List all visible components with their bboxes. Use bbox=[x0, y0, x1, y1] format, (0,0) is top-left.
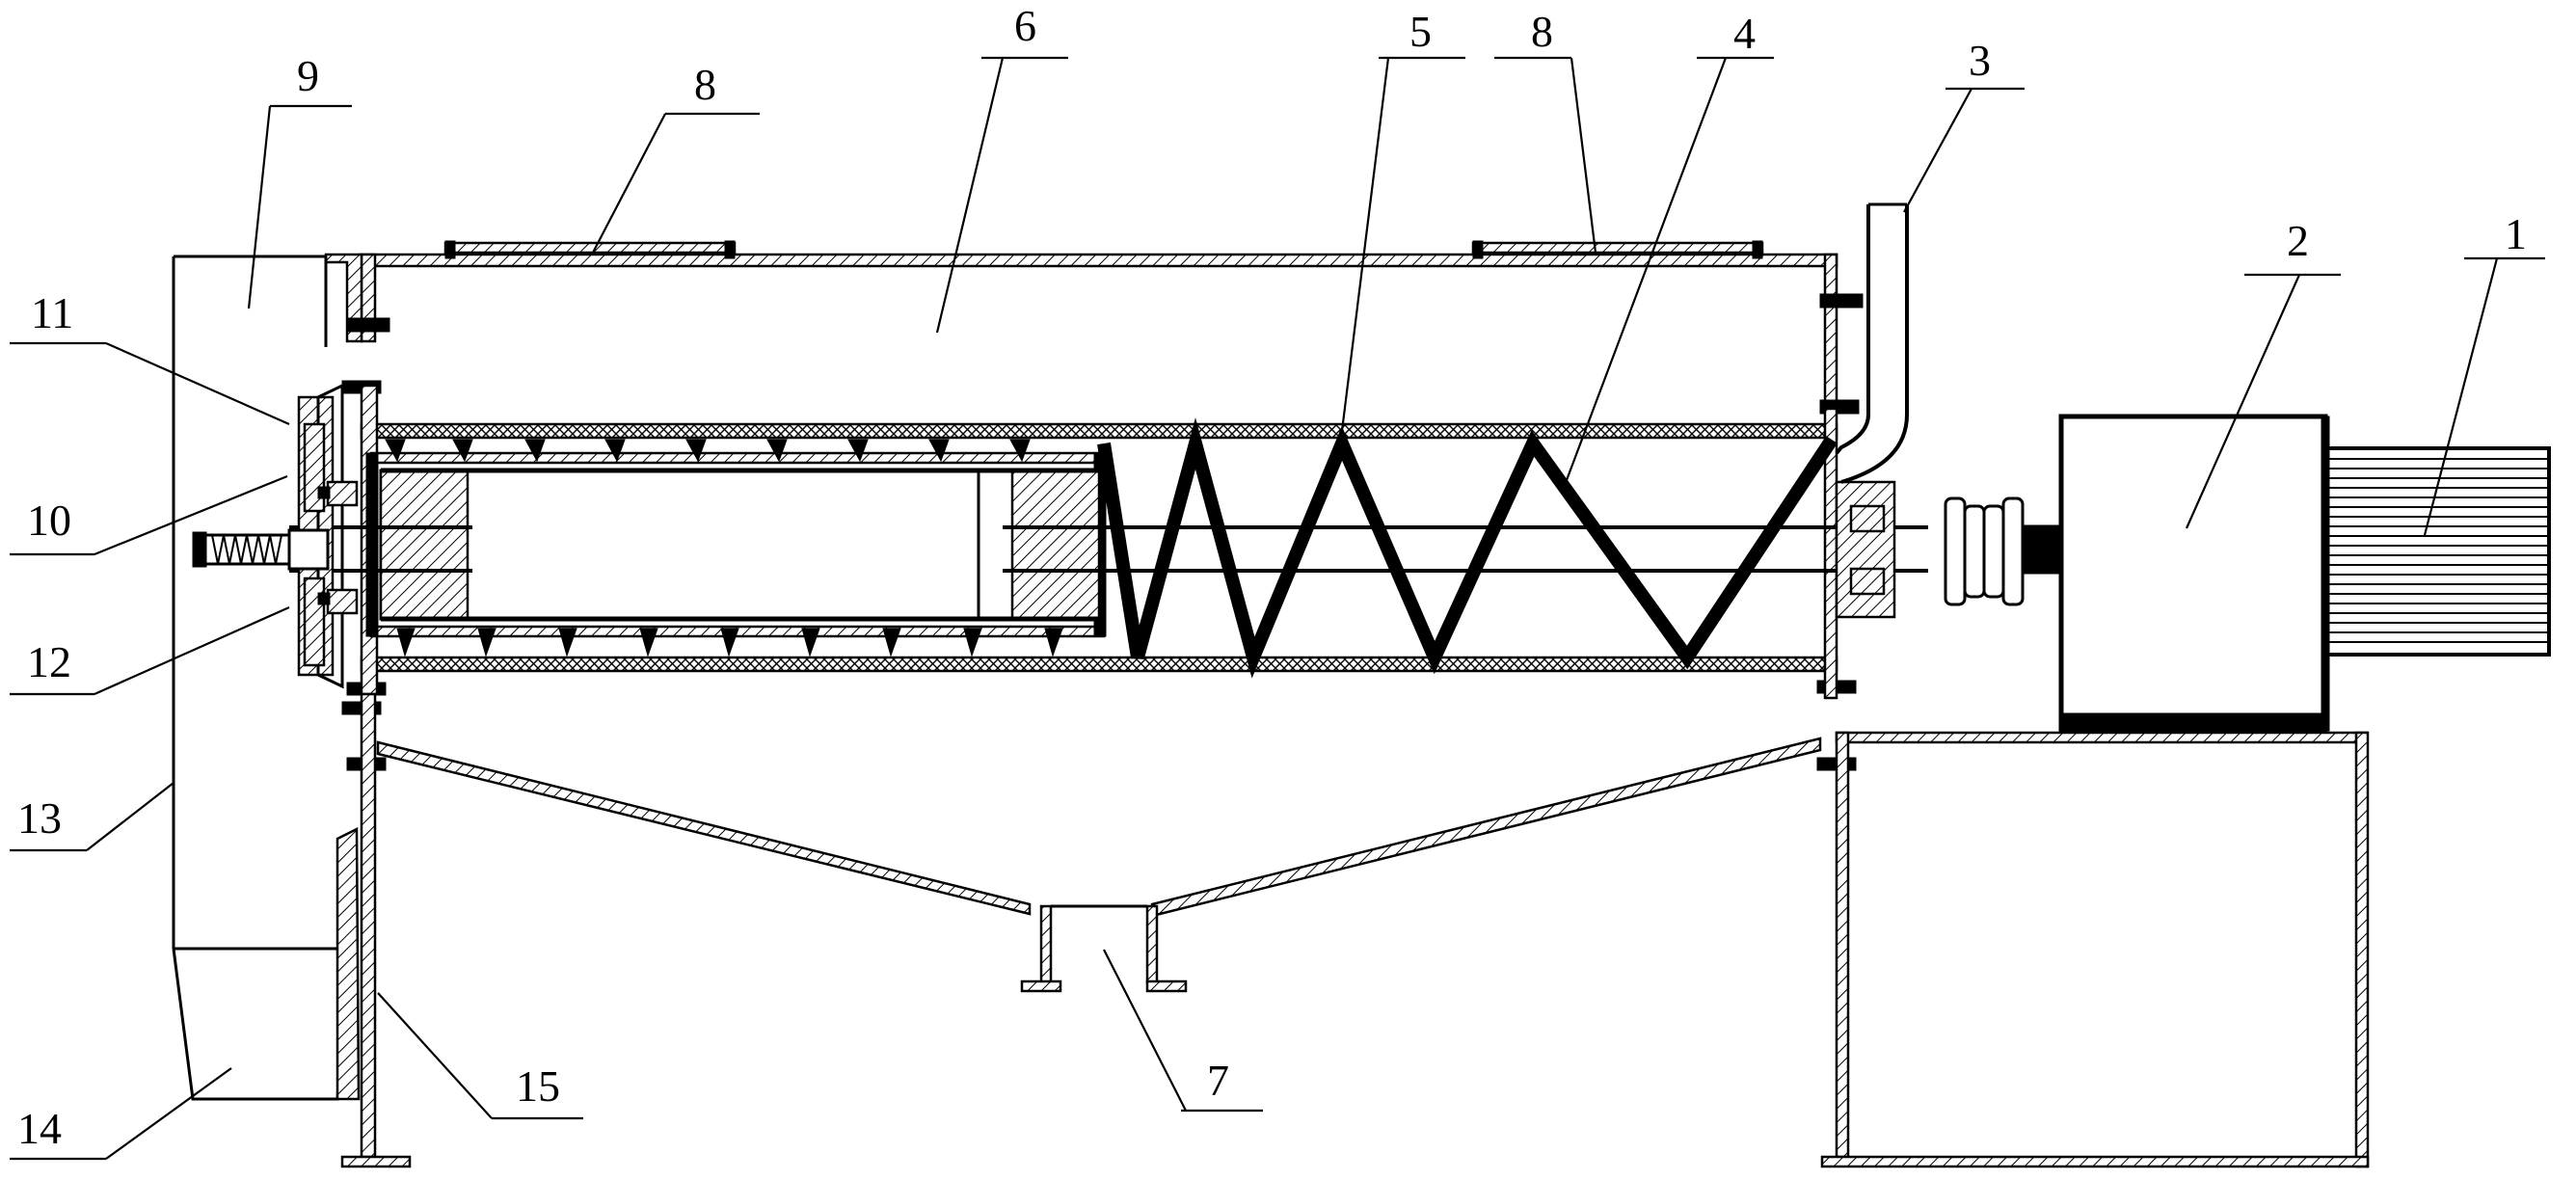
main-shaft bbox=[289, 480, 1928, 619]
slag-chute bbox=[172, 255, 328, 949]
left-support-leg bbox=[340, 692, 412, 1168]
liquid-hopper bbox=[376, 737, 1822, 993]
top-cover-right bbox=[1471, 241, 1764, 255]
spiral-screw bbox=[1097, 417, 1838, 679]
label-13: 13 bbox=[17, 793, 62, 843]
motor bbox=[2321, 416, 2551, 732]
label-6: 6 bbox=[1014, 1, 1036, 50]
label-2: 2 bbox=[2287, 216, 2309, 265]
outer-housing bbox=[324, 240, 1838, 411]
top-cover-left bbox=[443, 241, 737, 255]
inner-cylinder bbox=[365, 439, 1107, 657]
gearbox bbox=[2058, 414, 2328, 734]
label-4: 4 bbox=[1733, 9, 1756, 58]
label-3: 3 bbox=[1969, 36, 1991, 85]
label-8a: 8 bbox=[694, 60, 716, 109]
left-end-assembly bbox=[192, 383, 359, 689]
right-support-frame bbox=[1820, 731, 2370, 1168]
flights-bottom bbox=[396, 628, 1063, 657]
label-10: 10 bbox=[27, 496, 71, 545]
label-15: 15 bbox=[516, 1061, 560, 1111]
label-5: 5 bbox=[1409, 7, 1432, 56]
label-12: 12 bbox=[27, 637, 71, 686]
label-1: 1 bbox=[2505, 209, 2527, 258]
slag-bin bbox=[172, 826, 361, 1101]
part-labels: 1 2 3 4 5 6 7 8 8 9 10 11 12 13 14 15 bbox=[17, 1, 2527, 1153]
flights-top bbox=[385, 439, 1031, 463]
label-8b: 8 bbox=[1531, 7, 1553, 56]
label-9: 9 bbox=[297, 51, 319, 100]
label-11: 11 bbox=[31, 288, 73, 337]
feed-pipe bbox=[1835, 202, 1909, 484]
coupling bbox=[1944, 496, 2062, 606]
label-14: 14 bbox=[17, 1104, 62, 1153]
leader-lines bbox=[10, 56, 2545, 1161]
label-7: 7 bbox=[1207, 1056, 1229, 1105]
